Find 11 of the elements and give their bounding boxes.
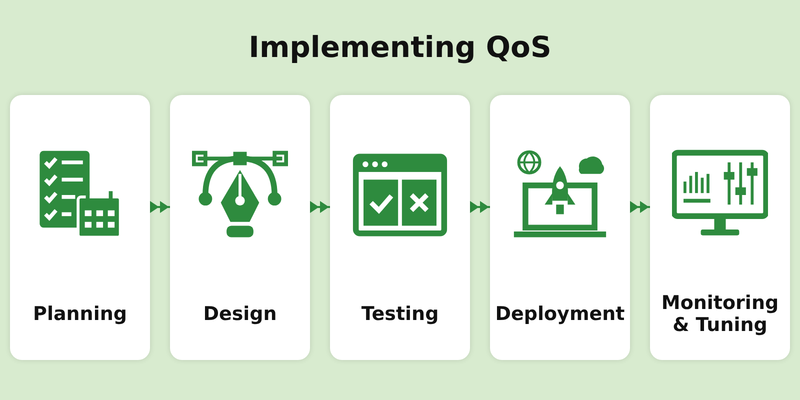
step-card [330, 95, 470, 360]
step-card [10, 95, 150, 360]
step-label: Planning [33, 304, 127, 326]
title: Implementing QoS [248, 30, 552, 64]
step-label: Monitoring & Tuning [660, 293, 780, 337]
step-card [650, 95, 790, 360]
step-card [170, 95, 310, 360]
step-label: Deployment [495, 304, 625, 326]
step-label: Testing [361, 304, 439, 326]
step-label: Design [203, 304, 277, 326]
step-card [490, 95, 630, 360]
